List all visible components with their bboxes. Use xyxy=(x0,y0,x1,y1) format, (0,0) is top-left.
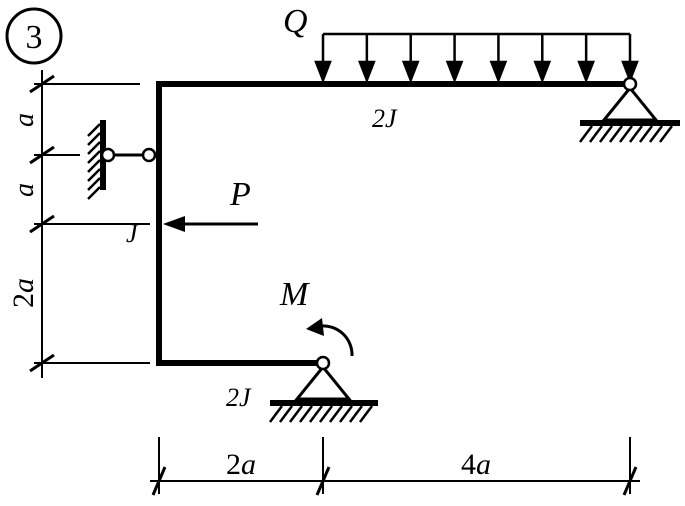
load-arrowhead xyxy=(358,60,376,84)
hatch-line xyxy=(329,405,343,423)
bottom-dim-label-1: 2a xyxy=(226,448,256,481)
left-dimension xyxy=(29,70,150,378)
hatch-line xyxy=(87,186,101,200)
load-arrowhead xyxy=(445,60,464,84)
distributed-load-label: Q xyxy=(283,3,308,40)
hatch-line xyxy=(359,405,373,423)
hatch-line xyxy=(87,132,101,146)
hatch-line xyxy=(319,405,333,423)
moment-label: M xyxy=(279,276,310,313)
hatch-line xyxy=(339,405,353,423)
hinge-icon xyxy=(315,355,331,371)
hatch-line xyxy=(609,125,623,143)
problem-number-badge: 3 xyxy=(5,7,63,65)
bottom-pin-support xyxy=(269,355,378,423)
load-arrowhead xyxy=(577,60,595,84)
hatch-line xyxy=(289,405,303,423)
right-pin-support xyxy=(579,76,680,143)
hatch-line xyxy=(87,159,101,173)
hatch-line xyxy=(87,177,101,191)
hatch-line xyxy=(87,150,101,164)
frame-members xyxy=(156,81,633,366)
load-arrowhead xyxy=(401,60,420,84)
hatch-line xyxy=(649,125,663,143)
bottom-dim-label-2: 4a xyxy=(461,448,491,481)
hatch-line xyxy=(659,125,673,143)
hatch-line xyxy=(579,125,593,143)
hatch-line xyxy=(599,125,613,143)
hatch-line xyxy=(309,405,323,423)
load-arrowhead xyxy=(533,60,552,84)
hatch-line xyxy=(299,405,313,423)
problem-number: 3 xyxy=(26,19,43,56)
distributed-load xyxy=(314,32,639,84)
hatch-line xyxy=(589,125,603,143)
left-link-support xyxy=(87,120,157,200)
column-stiffness-label: J xyxy=(126,219,139,248)
hinge-icon xyxy=(622,76,638,92)
load-arrowhead xyxy=(314,60,332,84)
bottom-beam-stiffness-label: 2J xyxy=(226,383,252,412)
hinge-icon xyxy=(100,147,116,163)
frame xyxy=(156,81,633,366)
hatch-line xyxy=(349,405,363,423)
left-dim-label-3: 2a xyxy=(7,278,40,308)
hatch-line xyxy=(87,168,101,182)
hatch-line xyxy=(619,125,633,143)
hatch-line xyxy=(629,125,643,143)
top-beam-stiffness-label: 2J xyxy=(372,104,398,133)
left-dim-label-2: a xyxy=(9,183,40,197)
load-arrowhead xyxy=(489,60,508,84)
force-label: P xyxy=(229,176,251,213)
hatch-line xyxy=(87,123,101,137)
force-p-arrow xyxy=(163,216,258,232)
hatch-line xyxy=(87,141,101,155)
hatch-line xyxy=(279,405,293,423)
bottom-dimension xyxy=(150,437,640,496)
hinge-icon xyxy=(141,147,157,163)
load-arrowhead xyxy=(621,60,639,84)
moment-arrow xyxy=(306,318,354,357)
hatch-line xyxy=(639,125,653,143)
hatch-line xyxy=(269,405,283,423)
left-dim-label-1: a xyxy=(9,113,40,127)
